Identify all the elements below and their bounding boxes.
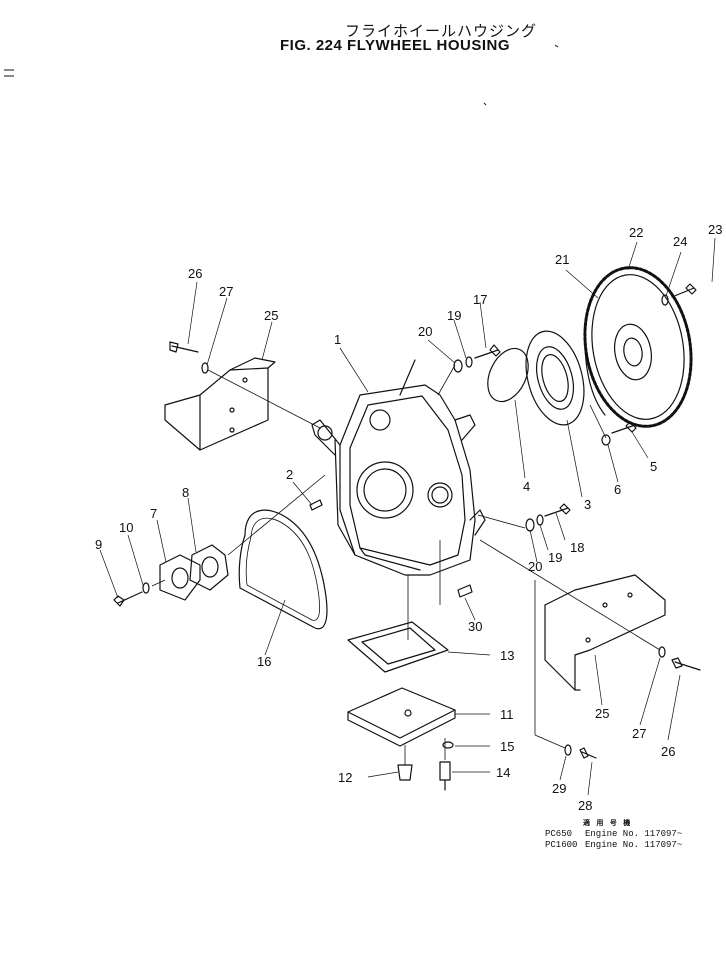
washer-part <box>564 744 572 756</box>
bolt-part <box>579 747 597 759</box>
callout-27-upper: 27 <box>219 284 233 299</box>
callout-19-lower: 19 <box>548 550 562 565</box>
callout-28: 28 <box>578 798 592 813</box>
callout-26-upper: 26 <box>188 266 202 281</box>
bolt-part <box>671 657 701 671</box>
callout-25-lower: 25 <box>595 706 609 721</box>
callout-12: 12 <box>338 770 352 785</box>
callout-10: 10 <box>119 520 133 535</box>
flywheel-part <box>583 266 693 428</box>
callout-22: 22 <box>629 225 643 240</box>
gasket-plate-part <box>347 621 449 673</box>
callout-20-lower: 20 <box>528 559 542 574</box>
bolt-part <box>474 344 501 359</box>
bolt-part <box>439 761 451 791</box>
callout-15: 15 <box>500 739 514 754</box>
washer-part <box>536 514 544 526</box>
applicability-row: PC1600 Engine No. 117097~ <box>545 840 682 851</box>
callout-13: 13 <box>500 648 514 663</box>
bolt-part <box>113 591 143 607</box>
flywheel-housing-part <box>311 359 486 576</box>
applicability-header: 適 用 号 機 <box>583 819 633 827</box>
bolt-part <box>544 503 571 517</box>
callout-labels: 1 2 3 4 5 6 7 8 9 10 11 12 13 14 15 16 1… <box>95 222 722 813</box>
washer-part <box>601 434 611 446</box>
applicability-row: PC650 Engine No. 117097~ <box>545 829 682 840</box>
assembly-lines <box>151 364 661 765</box>
callout-11: 11 <box>500 707 514 722</box>
callout-9: 9 <box>95 537 102 552</box>
callout-20-upper: 20 <box>418 324 432 339</box>
model-name: PC650 <box>545 829 573 839</box>
washer-part <box>201 362 209 374</box>
engine-serial: Engine No. 117097~ <box>585 840 683 850</box>
title-japanese: フライホイールハウジング <box>345 22 538 40</box>
washer-part <box>525 518 535 532</box>
callout-7: 7 <box>150 506 157 521</box>
callout-26-lower: 26 <box>661 744 675 759</box>
washer-part <box>465 356 473 368</box>
callout-25-upper: 25 <box>264 308 278 323</box>
o-ring-part <box>487 347 529 403</box>
callout-17: 17 <box>473 292 487 307</box>
engine-serial: Engine No. 117097~ <box>585 829 683 839</box>
bolt-part <box>169 341 199 353</box>
callout-24: 24 <box>673 234 687 249</box>
callout-14: 14 <box>496 765 510 780</box>
callout-16: 16 <box>257 654 271 669</box>
figure-title: FIG. 224 FLYWHEEL HOUSING <box>280 37 511 54</box>
callout-6: 6 <box>614 482 621 497</box>
washer-part <box>453 359 463 373</box>
callout-8: 8 <box>182 485 189 500</box>
callout-1: 1 <box>334 332 341 347</box>
plug-part <box>397 764 413 781</box>
callout-21: 21 <box>555 252 569 267</box>
callout-19-upper: 19 <box>447 308 461 323</box>
callout-23: 23 <box>708 222 722 237</box>
cover-gasket-part <box>189 544 229 591</box>
callout-3: 3 <box>584 497 591 512</box>
cover-part <box>159 554 201 601</box>
gasket-part <box>238 509 328 630</box>
callout-29: 29 <box>552 781 566 796</box>
bolt-part <box>671 283 697 298</box>
washer-part <box>142 582 150 594</box>
callout-27-lower: 27 <box>632 726 646 741</box>
model-name: PC1600 <box>545 840 578 850</box>
oil-seal-cover-part <box>525 330 585 426</box>
callout-4: 4 <box>523 479 530 494</box>
callout-leaders <box>99 237 716 796</box>
print-marks <box>4 44 559 106</box>
bracket-upper-part <box>164 357 276 451</box>
cover-plate-part <box>347 687 456 747</box>
callout-18: 18 <box>570 540 584 555</box>
callout-30: 30 <box>468 619 482 634</box>
dowel-pin-part <box>457 584 473 598</box>
callout-5: 5 <box>650 459 657 474</box>
washer-part <box>658 646 666 658</box>
bracket-lower-part <box>544 574 666 691</box>
bolt-part <box>611 421 637 434</box>
washer-part <box>442 741 454 749</box>
washer-part <box>661 294 669 306</box>
callout-2: 2 <box>286 467 293 482</box>
